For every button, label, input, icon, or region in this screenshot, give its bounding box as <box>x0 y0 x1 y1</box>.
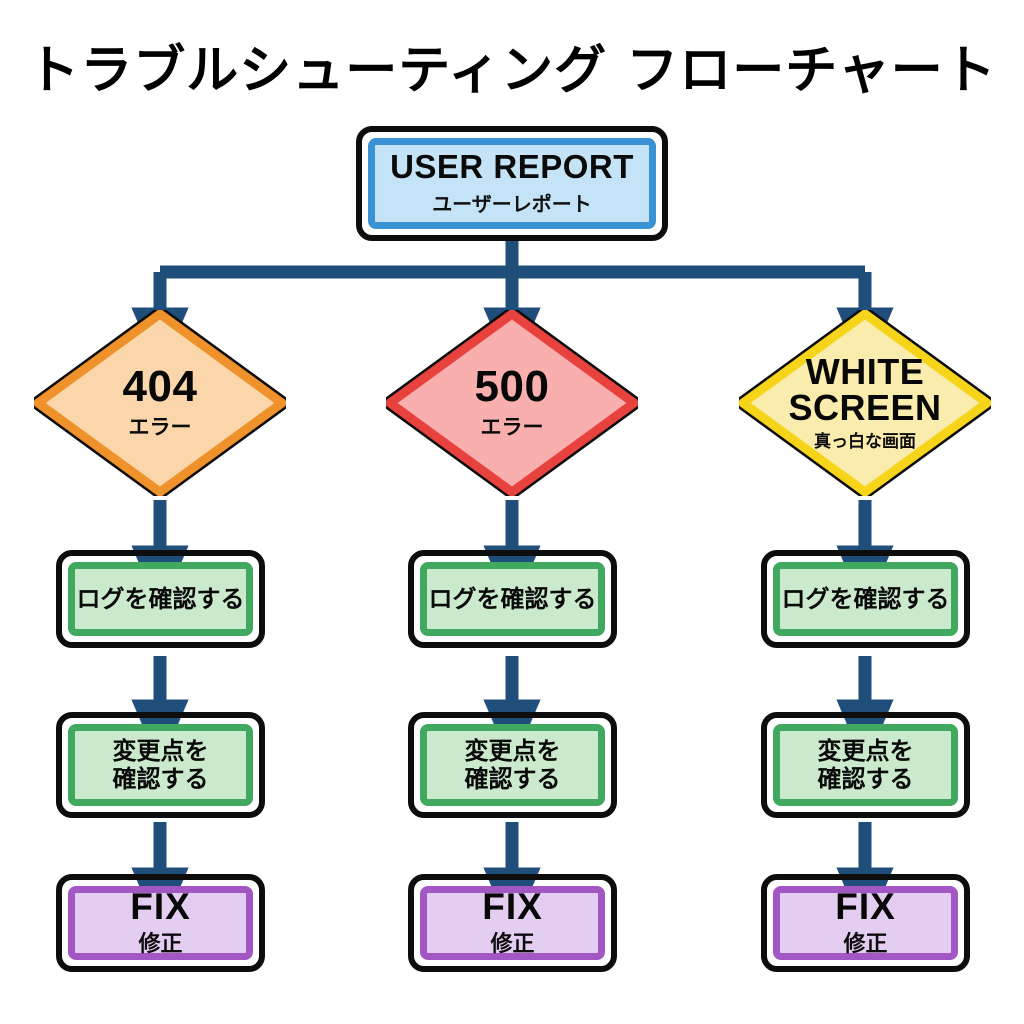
node-check-changes-white-screen-line1: 変更点を <box>817 736 914 765</box>
node-check-changes-white-screen[interactable]: 変更点を 確認する <box>761 712 970 818</box>
node-check-logs-500[interactable]: ログを確認する <box>408 550 617 648</box>
node-symptom-white-screen[interactable]: WHITE SCREEN 真っ白な画面 <box>739 310 991 496</box>
node-fix-white-screen-body: FIX 修正 <box>773 886 958 960</box>
node-fix-white-screen[interactable]: FIX 修正 <box>761 874 970 972</box>
node-check-changes-500-line1: 変更点を <box>464 736 561 765</box>
node-check-changes-404-line1: 変更点を <box>112 736 209 765</box>
node-check-changes-500[interactable]: 変更点を 確認する <box>408 712 617 818</box>
node-check-logs-404-text: ログを確認する <box>76 584 245 613</box>
page-title: トラブルシューティング フローチャート <box>27 41 997 101</box>
node-check-logs-white-screen-text: ログを確認する <box>781 584 950 613</box>
diamond-500-shape <box>386 310 638 496</box>
diamond-white-screen-shape <box>739 310 991 496</box>
node-check-changes-404-line2: 確認する <box>112 765 209 793</box>
node-check-changes-500-body: 変更点を 確認する <box>420 724 605 806</box>
node-fix-500-subtitle: 修正 <box>490 932 535 957</box>
node-check-changes-500-line2: 確認する <box>464 765 561 793</box>
node-fix-404-subtitle: 修正 <box>138 932 183 957</box>
node-symptom-500[interactable]: 500 エラー <box>386 310 638 496</box>
node-fix-500-title: FIX <box>482 886 543 927</box>
node-fix-404-title: FIX <box>130 886 191 927</box>
node-check-changes-white-screen-body: 変更点を 確認する <box>773 724 958 806</box>
node-symptom-404[interactable]: 404 エラー <box>34 310 286 496</box>
node-fix-500-body: FIX 修正 <box>420 886 605 960</box>
node-fix-white-screen-subtitle: 修正 <box>843 932 888 957</box>
node-user-report-title: USER REPORT <box>390 147 634 185</box>
node-check-changes-404-body: 変更点を 確認する <box>68 724 253 806</box>
node-check-logs-white-screen[interactable]: ログを確認する <box>761 550 970 648</box>
node-check-logs-500-body: ログを確認する <box>420 562 605 636</box>
node-fix-white-screen-title: FIX <box>835 886 896 927</box>
node-user-report[interactable]: USER REPORT ユーザーレポート <box>356 126 668 241</box>
node-fix-500[interactable]: FIX 修正 <box>408 874 617 972</box>
node-user-report-body: USER REPORT ユーザーレポート <box>368 138 656 229</box>
node-user-report-subtitle: ユーザーレポート <box>432 192 592 217</box>
node-fix-404-body: FIX 修正 <box>68 886 253 960</box>
node-fix-404[interactable]: FIX 修正 <box>56 874 265 972</box>
node-check-changes-404[interactable]: 変更点を 確認する <box>56 712 265 818</box>
node-check-logs-404[interactable]: ログを確認する <box>56 550 265 648</box>
node-check-logs-500-text: ログを確認する <box>428 584 597 613</box>
node-check-changes-white-screen-line2: 確認する <box>817 765 914 793</box>
diamond-404-shape <box>34 310 286 496</box>
node-check-logs-white-screen-body: ログを確認する <box>773 562 958 636</box>
node-check-logs-404-body: ログを確認する <box>68 562 253 636</box>
